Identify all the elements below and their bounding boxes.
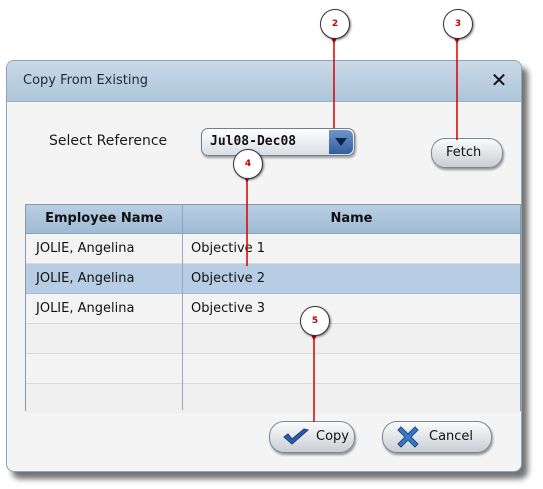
cell-employee-name: JOLIE, Angelina (36, 241, 135, 256)
cell-name: Objective 1 (191, 241, 266, 256)
copy-button-label: Copy (316, 429, 349, 444)
empty-table-row (26, 384, 520, 413)
copy-from-existing-dialog: Copy From Existing ✕ Select Reference Ju… (6, 60, 522, 472)
column-divider (182, 233, 183, 410)
cancel-button-label: Cancel (429, 429, 474, 444)
cell-name: Objective 2 (191, 271, 266, 286)
fetch-button-label: Fetch (446, 145, 482, 160)
empty-table-row (26, 354, 520, 384)
copy-button[interactable]: Copy (269, 421, 355, 453)
empty-table-row (26, 324, 520, 354)
column-header-employee-name[interactable]: Employee Name (26, 205, 183, 233)
cancel-button[interactable]: Cancel (382, 421, 492, 453)
column-header-name[interactable]: Name (330, 211, 373, 226)
x-icon (397, 426, 419, 448)
cell-employee-name: JOLIE, Angelina (36, 271, 135, 286)
table-header: Employee Name Name (26, 205, 520, 234)
reference-dropdown-value: Jul08-Dec08 (210, 134, 297, 149)
check-icon (283, 428, 310, 445)
table-row-selected[interactable]: JOLIE, Angelina Objective 2 (26, 264, 520, 294)
callout-marker: 2 (320, 9, 350, 39)
table-row[interactable]: JOLIE, Angelina Objective 3 (26, 294, 520, 324)
callout-marker: 5 (300, 306, 330, 336)
callout-marker: 3 (443, 9, 473, 39)
table-row[interactable]: JOLIE, Angelina Objective 1 (26, 234, 520, 264)
fetch-button[interactable]: Fetch (431, 138, 503, 168)
chevron-down-icon (335, 138, 347, 146)
cell-name: Objective 3 (191, 301, 266, 316)
dialog-title: Copy From Existing (23, 73, 148, 88)
close-button[interactable]: ✕ (490, 68, 508, 92)
select-reference-label: Select Reference (49, 133, 168, 149)
dropdown-arrow-button[interactable] (329, 130, 353, 154)
dialog-titlebar: Copy From Existing ✕ (7, 61, 521, 102)
callout-marker: 4 (233, 149, 263, 179)
reference-dropdown[interactable]: Jul08-Dec08 (201, 128, 355, 156)
cell-employee-name: JOLIE, Angelina (36, 301, 135, 316)
objectives-table: Employee Name Name JOLIE, Angelina Objec… (25, 204, 521, 413)
